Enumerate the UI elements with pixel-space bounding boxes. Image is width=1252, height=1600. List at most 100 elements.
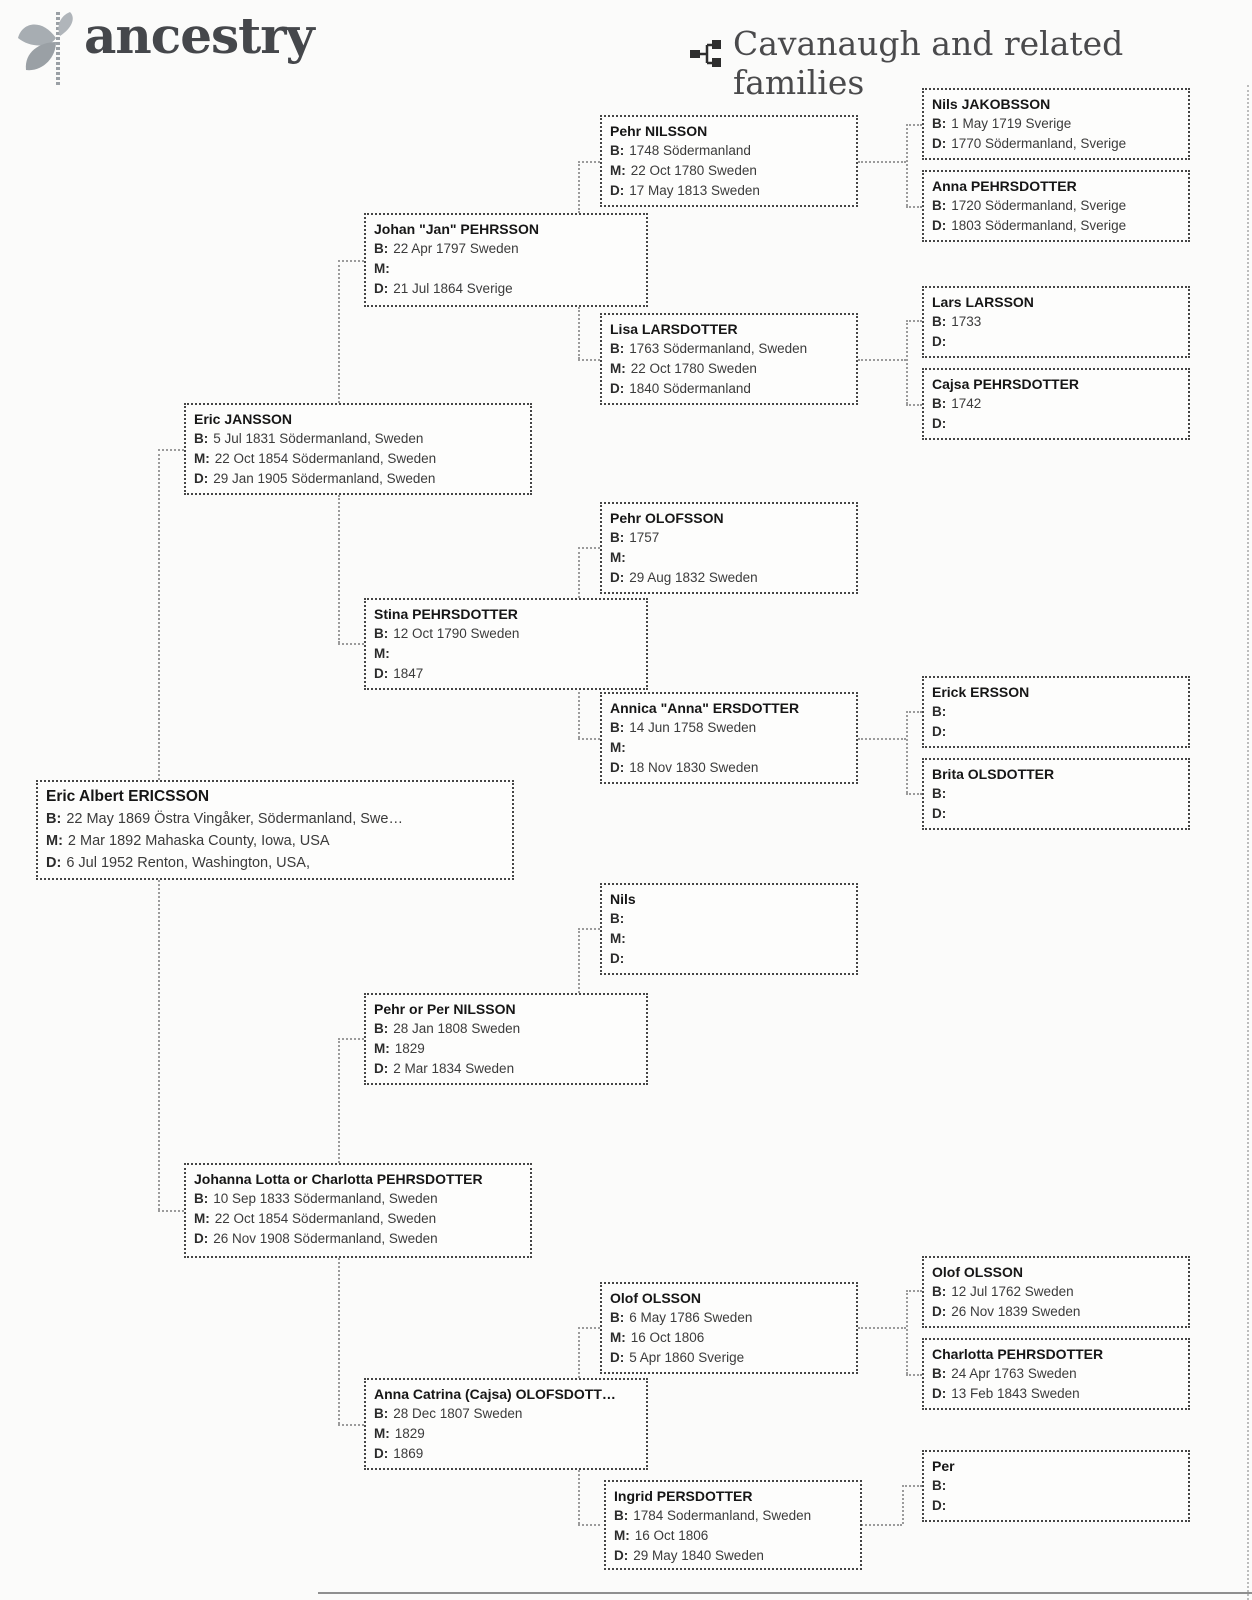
marriage-value: 22 Oct 1854 Södermanland, Sweden bbox=[214, 451, 437, 466]
tree-title: Cavanaugh and related families bbox=[733, 24, 1124, 102]
death-label: D: bbox=[374, 1446, 389, 1461]
connector-line bbox=[338, 260, 364, 262]
person-name: Olof OLSSON bbox=[610, 1290, 701, 1306]
person-box-lisa-larsdotter[interactable]: Lisa LARSDOTTER B:1763 Södermanland, Swe… bbox=[600, 313, 858, 405]
person-box-olof-olsson[interactable]: Olof OLSSON B:6 May 1786 Sweden M:16 Oct… bbox=[600, 1282, 858, 1374]
person-box-nils-jakobsson[interactable]: Nils JAKOBSSON B:1 May 1719 Sverige D:17… bbox=[922, 88, 1190, 160]
death-value: 1840 Södermanland bbox=[629, 381, 751, 396]
person-box-anna-catrina-olofsdotter[interactable]: Anna Catrina (Cajsa) OLOFSDOTT… B:28 Dec… bbox=[364, 1378, 648, 1470]
marriage-label: M: bbox=[610, 361, 626, 376]
death-label: D: bbox=[374, 1061, 389, 1076]
person-box-ingrid-persdotter[interactable]: Ingrid PERSDOTTER B:1784 Sodermanland, S… bbox=[604, 1480, 862, 1570]
person-box-anna-pehrsdotter[interactable]: Anna PEHRSDOTTER B:1720 Södermanland, Sv… bbox=[922, 170, 1190, 242]
person-box-charlotta-pehrsdotter[interactable]: Charlotta PEHRSDOTTER B:24 Apr 1763 Swed… bbox=[922, 1338, 1190, 1410]
marriage-value: 16 Oct 1806 bbox=[634, 1528, 709, 1543]
connector-line bbox=[338, 1258, 340, 1424]
person-box-eric-jansson[interactable]: Eric JANSSON B:5 Jul 1831 Södermanland, … bbox=[184, 403, 532, 495]
connector-line bbox=[578, 547, 600, 549]
birth-label: B: bbox=[610, 720, 625, 735]
person-name: Annica "Anna" ERSDOTTER bbox=[610, 700, 800, 716]
connector-line bbox=[578, 1524, 600, 1526]
birth-label: B: bbox=[46, 811, 62, 827]
birth-value: 1720 Södermanland, Sverige bbox=[951, 198, 1127, 213]
death-value: 1847 bbox=[393, 666, 424, 681]
birth-value: 1733 bbox=[951, 314, 982, 329]
person-box-johanna-pehrsdotter[interactable]: Johanna Lotta or Charlotta PEHRSDOTTER B… bbox=[184, 1163, 532, 1258]
person-box-lars-larsson[interactable]: Lars LARSSON B:1733 D: bbox=[922, 286, 1190, 358]
person-box-stina-pehrsdotter[interactable]: Stina PEHRSDOTTER B:12 Oct 1790 Sweden M… bbox=[364, 598, 648, 690]
connector-line bbox=[906, 1290, 922, 1292]
page-edge-artifact bbox=[1247, 85, 1249, 1600]
person-name: Eric Albert ERICSSON bbox=[46, 788, 210, 805]
connector-line bbox=[578, 161, 600, 163]
person-box-annica-anna-ersdotter[interactable]: Annica "Anna" ERSDOTTER B:14 Jun 1758 Sw… bbox=[600, 692, 858, 784]
person-box-pehr-or-per-nilsson[interactable]: Pehr or Per NILSSON B:28 Jan 1808 Sweden… bbox=[364, 993, 648, 1085]
death-label: D: bbox=[932, 416, 947, 431]
person-name: Olof OLSSON bbox=[932, 1264, 1023, 1280]
death-value: 1869 bbox=[393, 1446, 424, 1461]
death-value: 26 Nov 1839 Sweden bbox=[951, 1304, 1081, 1319]
connector-line bbox=[578, 547, 580, 598]
birth-value: 1757 bbox=[629, 530, 660, 545]
death-label: D: bbox=[932, 136, 947, 151]
birth-value: 1784 Sodermanland, Sweden bbox=[633, 1508, 812, 1523]
ancestry-leaf-icon bbox=[12, 8, 78, 90]
ancestry-logo[interactable]: ancestry bbox=[84, 6, 315, 65]
connector-line bbox=[906, 711, 922, 713]
connector-line bbox=[906, 124, 922, 126]
connector-line bbox=[578, 1470, 580, 1524]
birth-label: B: bbox=[932, 786, 947, 801]
person-box-nils[interactable]: Nils B: M: D: bbox=[600, 883, 858, 975]
connector-line bbox=[906, 793, 922, 795]
connector-line bbox=[338, 643, 364, 645]
connector-line bbox=[858, 1327, 906, 1329]
person-box-brita-olsdotter[interactable]: Brita OLSDOTTER B: D: bbox=[922, 758, 1190, 830]
birth-label: B: bbox=[932, 198, 947, 213]
birth-value: 1763 Södermanland, Sweden bbox=[629, 341, 808, 356]
person-box-olof-olsson-sr[interactable]: Olof OLSSON B:12 Jul 1762 Sweden D:26 No… bbox=[922, 1256, 1190, 1328]
marriage-label: M: bbox=[610, 1330, 626, 1345]
birth-value: 28 Jan 1808 Sweden bbox=[393, 1021, 521, 1036]
marriage-label: M: bbox=[610, 931, 626, 946]
family-tree-icon bbox=[688, 36, 724, 72]
birth-label: B: bbox=[374, 241, 389, 256]
connector-line bbox=[906, 320, 908, 404]
birth-label: B: bbox=[932, 1284, 947, 1299]
birth-label: B: bbox=[932, 704, 947, 719]
birth-label: B: bbox=[194, 1191, 209, 1206]
person-box-cajsa-pehrsdotter[interactable]: Cajsa PEHRSDOTTER B:1742 D: bbox=[922, 368, 1190, 440]
death-label: D: bbox=[932, 806, 947, 821]
connector-line bbox=[338, 1038, 364, 1040]
connector-line bbox=[906, 124, 908, 206]
connector-line bbox=[578, 1327, 580, 1378]
marriage-value: 2 Mar 1892 Mahaska County, Iowa, USA bbox=[67, 833, 330, 849]
birth-label: B: bbox=[194, 431, 209, 446]
marriage-label: M: bbox=[610, 550, 626, 565]
birth-label: B: bbox=[374, 1406, 389, 1421]
connector-line bbox=[158, 449, 184, 451]
death-label: D: bbox=[374, 666, 389, 681]
person-box-johan-jan-pehrsson[interactable]: Johan "Jan" PEHRSSON B:22 Apr 1797 Swede… bbox=[364, 213, 648, 307]
marriage-label: M: bbox=[614, 1528, 630, 1543]
person-box-eric-albert-ericsson[interactable]: Eric Albert ERICSSON B:22 May 1869 Östra… bbox=[36, 780, 514, 880]
birth-value: 22 Apr 1797 Sweden bbox=[393, 241, 519, 256]
death-label: D: bbox=[610, 1350, 625, 1365]
birth-label: B: bbox=[610, 1310, 625, 1325]
marriage-label: M: bbox=[610, 163, 626, 178]
person-box-erick-ersson[interactable]: Erick ERSSON B: D: bbox=[922, 676, 1190, 748]
person-box-pehr-olofsson[interactable]: Pehr OLOFSSON B:1757 M: D:29 Aug 1832 Sw… bbox=[600, 502, 858, 594]
death-label: D: bbox=[614, 1548, 629, 1563]
death-value: 1803 Södermanland, Sverige bbox=[951, 218, 1127, 233]
connector-line bbox=[578, 738, 600, 740]
death-label: D: bbox=[932, 218, 947, 233]
death-label: D: bbox=[46, 855, 62, 871]
person-box-pehr-nilsson[interactable]: Pehr NILSSON B:1748 Södermanland M:22 Oc… bbox=[600, 115, 858, 207]
death-label: D: bbox=[932, 334, 947, 349]
birth-value: 22 May 1869 Östra Vingåker, Södermanland… bbox=[66, 811, 403, 827]
person-box-per[interactable]: Per B: D: bbox=[922, 1450, 1190, 1522]
connector-line bbox=[338, 495, 340, 643]
connector-line bbox=[906, 206, 922, 208]
birth-value: 12 Jul 1762 Sweden bbox=[951, 1284, 1074, 1299]
marriage-value: 1829 bbox=[394, 1426, 425, 1441]
birth-label: B: bbox=[374, 1021, 389, 1036]
